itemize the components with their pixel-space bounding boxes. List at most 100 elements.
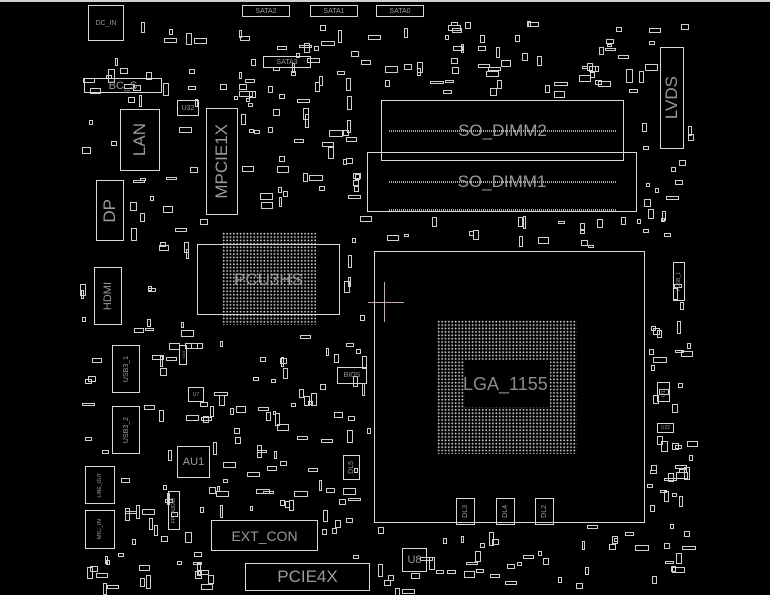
passive-component [214, 392, 228, 396]
passive-component [200, 507, 204, 513]
component-sata0[interactable]: SATA0 [376, 5, 424, 17]
component-ext-con[interactable]: EXT_CON [211, 520, 318, 551]
component-fusb-1[interactable]: FUSB_1 [673, 262, 685, 301]
passive-component [239, 91, 253, 97]
passive-component [239, 84, 247, 90]
component-dl3[interactable]: DL3 [456, 498, 475, 525]
passive-component [160, 242, 166, 247]
passive-component [607, 44, 612, 47]
passive-component [378, 564, 383, 577]
passive-component [643, 146, 649, 150]
passive-component [179, 127, 192, 133]
passive-component [648, 209, 654, 219]
passive-component [80, 284, 86, 296]
component-bios[interactable]: BIOS [337, 367, 367, 384]
component-au1[interactable]: AU1 [177, 446, 210, 478]
component-pch[interactable]: PCU3HS [197, 244, 340, 315]
passive-component [368, 35, 381, 40]
passive-component [189, 69, 195, 74]
passive-component [150, 196, 154, 201]
component-sata1[interactable]: SATA1 [310, 5, 358, 17]
cursor-crosshair-horizontal [368, 302, 404, 303]
passive-component [115, 58, 118, 66]
passive-component [163, 485, 167, 490]
passive-component [203, 416, 209, 423]
component-cpu-socket[interactable] [374, 251, 645, 523]
component-usb3-1[interactable]: USB3_1 [112, 345, 140, 393]
passive-component [200, 402, 208, 407]
passive-component [682, 546, 696, 550]
passive-component [159, 245, 169, 251]
component-bc-s[interactable]: BC_S [84, 78, 162, 93]
passive-component [181, 322, 184, 328]
passive-component [395, 588, 400, 595]
passive-component [497, 80, 502, 89]
passive-component [346, 78, 351, 91]
component-u32[interactable]: U32 [177, 100, 199, 116]
passive-component [411, 573, 420, 579]
passive-component [319, 186, 325, 191]
component-u11[interactable]: U11 [657, 382, 670, 402]
passive-component [348, 498, 361, 501]
passive-component [268, 127, 273, 133]
passive-component [353, 173, 361, 179]
passive-component [188, 86, 196, 90]
component-sata3[interactable]: SATA3 [263, 56, 311, 68]
passive-component [629, 89, 638, 93]
component-label: MIC_IN [97, 519, 103, 540]
component-label: PCIE4X [277, 567, 338, 586]
passive-component [360, 315, 365, 321]
component-lan[interactable]: LAN [120, 109, 160, 171]
passive-component [106, 560, 110, 565]
passive-component [650, 505, 655, 512]
passive-component [96, 573, 108, 578]
passive-component [160, 356, 163, 367]
component-mpcie1x[interactable]: MPCIE1X [206, 108, 238, 215]
passive-component [451, 22, 458, 26]
passive-component [319, 480, 322, 491]
passive-component [185, 532, 192, 543]
passive-component [201, 584, 213, 590]
passive-component [108, 69, 115, 83]
component-fp-audio[interactable]: FP_AUDIO [168, 491, 180, 530]
passive-component [478, 64, 490, 68]
component-usb3-2[interactable]: USB3_2 [112, 406, 140, 454]
component-mic-in[interactable]: MIC_IN [85, 510, 115, 549]
component-dc-in[interactable]: DC_IN [88, 5, 124, 41]
passive-component [279, 94, 285, 99]
passive-component [300, 335, 311, 339]
component-label: LVDS [662, 76, 681, 120]
passive-component [148, 286, 152, 291]
passive-component [644, 199, 651, 207]
component-label: SATA2 [255, 7, 277, 15]
component-u14[interactable]: U14 [179, 345, 187, 365]
passive-component [283, 368, 288, 379]
passive-component [200, 219, 208, 225]
component-label: DL3 [462, 505, 469, 518]
component-hdmi[interactable]: HDMI [94, 267, 122, 325]
passive-component [480, 543, 485, 548]
passive-component [303, 173, 308, 182]
component-u7[interactable]: U7 [188, 387, 204, 402]
passive-component [461, 536, 464, 543]
passive-component [250, 506, 253, 511]
passive-component [175, 228, 187, 232]
component-u22[interactable]: U22 [657, 423, 674, 433]
component-u8[interactable]: U8 [402, 548, 427, 572]
passive-component [664, 491, 669, 502]
component-line-out[interactable]: LINE_OUT [85, 466, 115, 504]
component-pcie4x[interactable]: PCIE4X [245, 563, 370, 591]
component-lvds[interactable]: LVDS [660, 47, 684, 149]
passive-component [672, 404, 678, 413]
passive-component [103, 583, 107, 595]
passive-component [321, 41, 335, 46]
passive-component [89, 120, 93, 125]
component-dl2[interactable]: DL2 [535, 498, 554, 525]
passive-component [279, 197, 282, 207]
component-dl4[interactable]: DL4 [496, 498, 515, 525]
component-dp[interactable]: DP [96, 180, 124, 241]
component-sata2[interactable]: SATA2 [242, 5, 290, 17]
passive-component [388, 575, 394, 581]
component-dl5[interactable]: DL5 [343, 455, 360, 480]
